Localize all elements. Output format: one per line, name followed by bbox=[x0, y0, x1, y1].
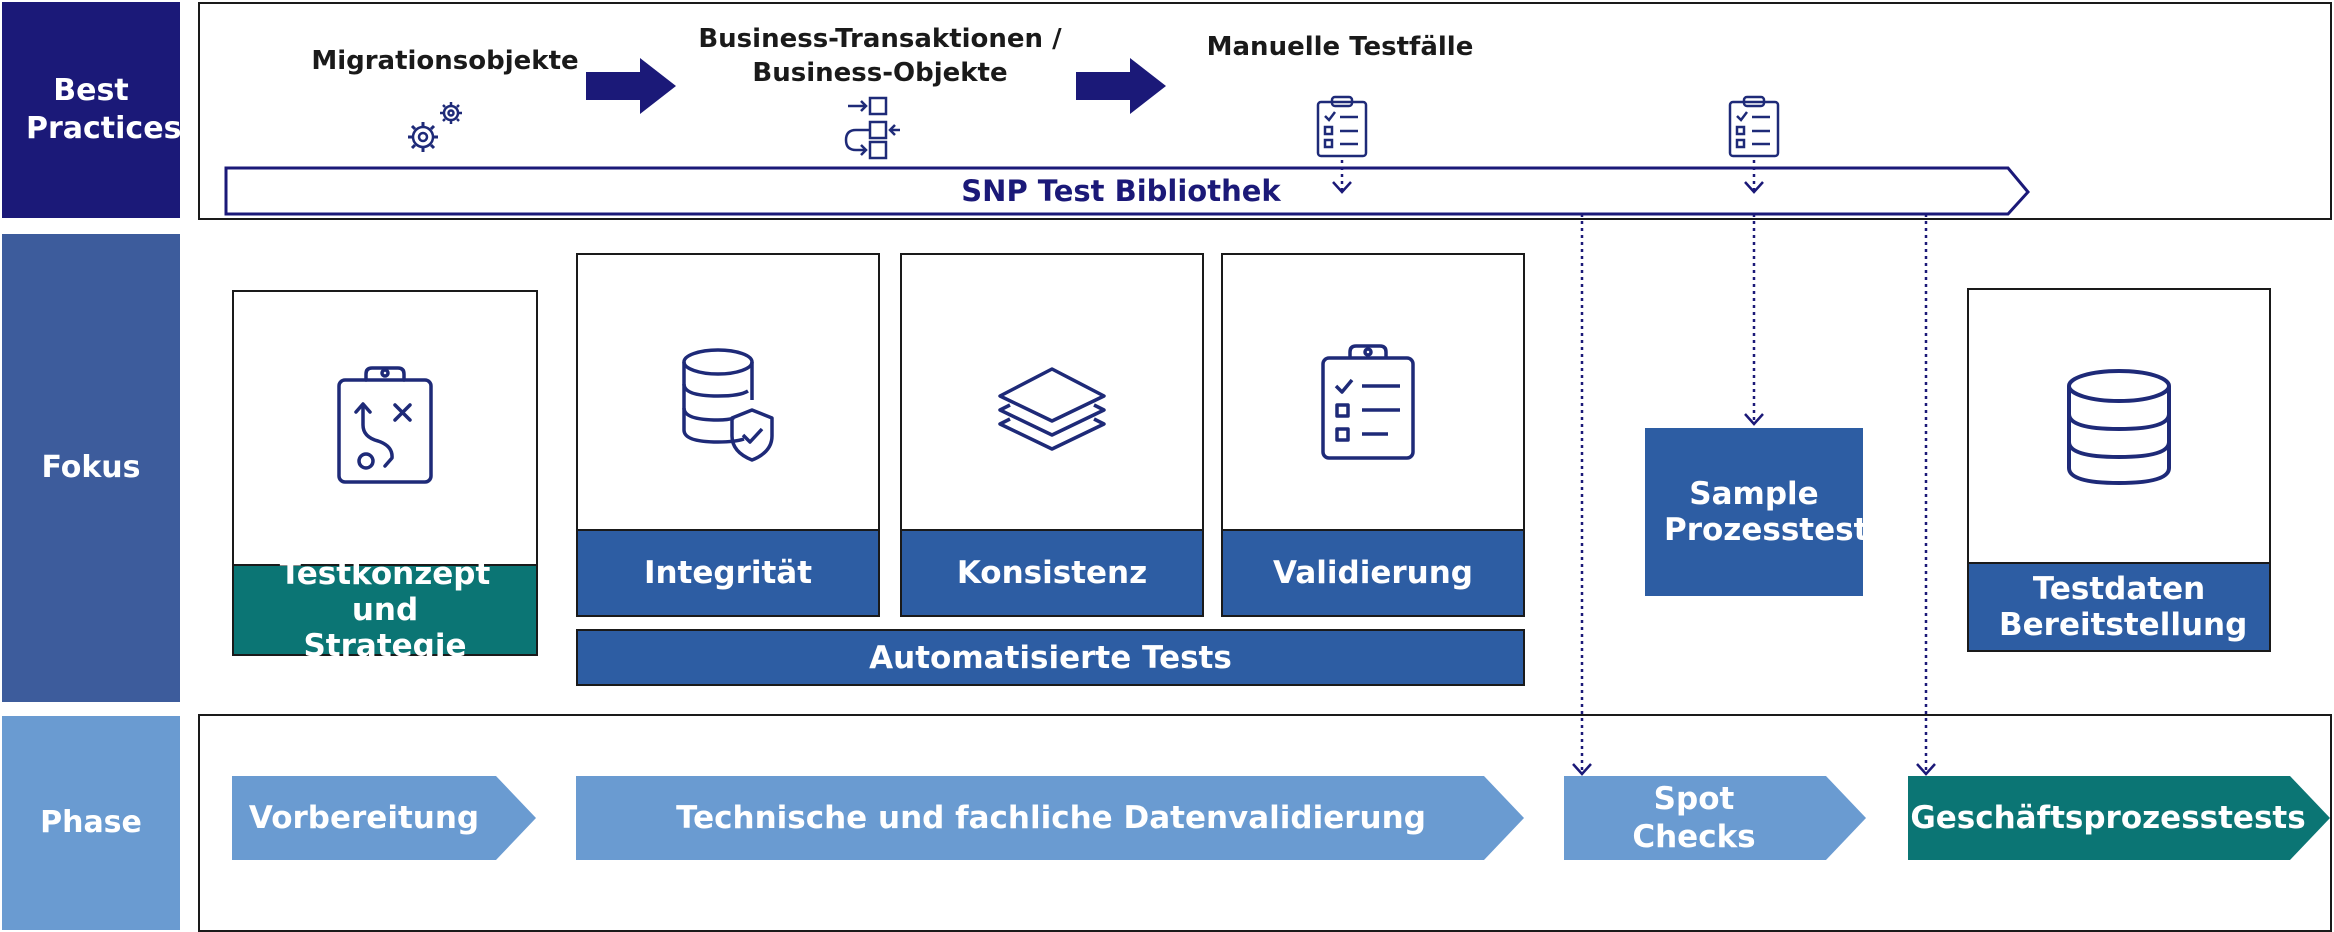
testkonzept-label-text: Testkonzept und Strategie bbox=[279, 556, 491, 664]
automatisierte-tests-text: Automatisierte Tests bbox=[869, 639, 1232, 676]
row-label-phase-text: Phase bbox=[40, 805, 142, 840]
library-banner-text: SNP Test Bibliothek bbox=[961, 174, 1281, 208]
validierung-label-text: Validierung bbox=[1273, 555, 1473, 591]
testdaten-label: Testdaten Bereitstellung bbox=[1967, 562, 2271, 652]
integritaet-label-text: Integrität bbox=[643, 555, 813, 591]
dotted-connector-spot-checks bbox=[1572, 214, 1592, 776]
phase-spot-checks-text: Spot Checks bbox=[1632, 781, 1756, 855]
card-validierung bbox=[1221, 253, 1525, 531]
phase-spot-checks: Spot Checks bbox=[1564, 776, 1866, 860]
konsistenz-label: Konsistenz bbox=[900, 529, 1204, 617]
row-label-phase: Phase bbox=[2, 716, 180, 930]
label-migrationsobjekte: Migrationsobjekte bbox=[311, 46, 579, 76]
label-manuelle-testfaelle: Manuelle Testfälle bbox=[1206, 32, 1474, 62]
label-business-line2: Business-Objekte bbox=[752, 58, 1008, 88]
automatisierte-tests-bar: Automatisierte Tests bbox=[576, 629, 1525, 686]
phase-vorbereitung-text: Vorbereitung bbox=[248, 800, 480, 836]
card-konsistenz bbox=[900, 253, 1204, 531]
label-business-line1: Business-Transaktionen / bbox=[698, 24, 1062, 54]
integritaet-label: Integrität bbox=[576, 529, 880, 617]
card-integritaet bbox=[576, 253, 880, 531]
validierung-label: Validierung bbox=[1221, 529, 1525, 617]
phase-geschaeftsprozesstests: Geschäftsprozesstests bbox=[1908, 776, 2330, 860]
phase-geschaeftsprozesstests-text: Geschäftsprozesstests bbox=[1910, 800, 2306, 836]
phase-vorbereitung: Vorbereitung bbox=[232, 776, 536, 860]
dotted-connector-geschaeftsprozess bbox=[1916, 214, 1936, 776]
row-label-fokus: Fokus bbox=[2, 234, 180, 702]
sample-prozesstests-text: Sample Prozesstests bbox=[1664, 476, 1887, 548]
dotted-connector-sample bbox=[1744, 214, 1764, 426]
row-label-best-practices: Best Practices bbox=[2, 2, 182, 218]
card-testkonzept bbox=[232, 290, 538, 568]
phase-datenvalidierung: Technische und fachliche Datenvalidierun… bbox=[576, 776, 1524, 860]
card-testdaten bbox=[1967, 288, 2271, 566]
sample-prozesstests-box: Sample Prozesstests bbox=[1645, 428, 1887, 596]
testdaten-label-text: Testdaten Bereitstellung bbox=[1999, 571, 2248, 643]
phase-datenvalidierung-text: Technische und fachliche Datenvalidierun… bbox=[676, 800, 1426, 836]
testkonzept-label: Testkonzept und Strategie bbox=[232, 556, 538, 664]
konsistenz-label-text: Konsistenz bbox=[956, 555, 1148, 591]
row-label-best-practices-text: Best Practices bbox=[26, 73, 182, 146]
row-label-fokus-text: Fokus bbox=[41, 450, 141, 485]
